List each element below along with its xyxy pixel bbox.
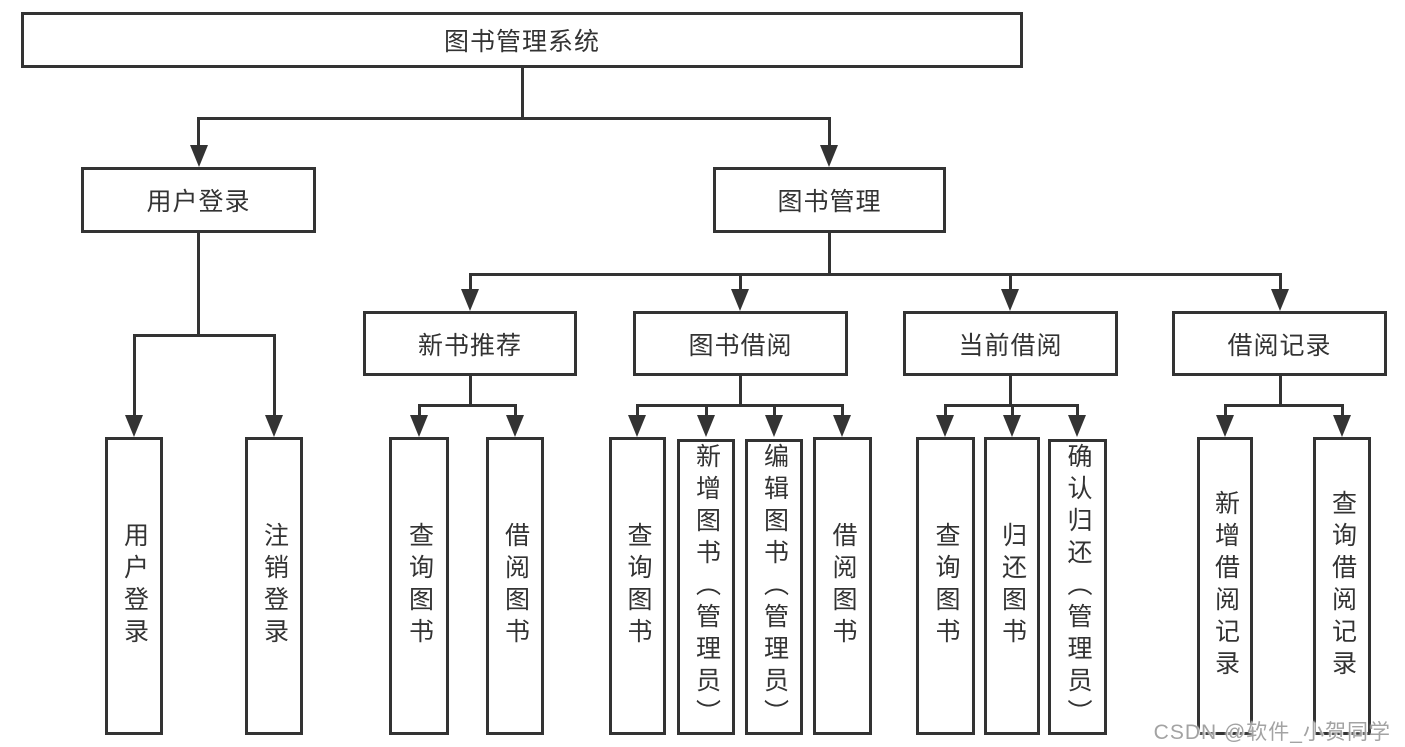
connector-line xyxy=(1341,404,1344,418)
leaf-return-book: 归还图书 xyxy=(984,437,1040,735)
csdn-watermark: CSDN @软件_小贺同学 xyxy=(1153,721,1391,744)
connector-line xyxy=(469,273,472,291)
arrowhead xyxy=(461,289,479,311)
connector-line xyxy=(1224,404,1344,407)
connector-line xyxy=(469,376,472,407)
connector-line xyxy=(273,334,276,418)
arrowhead xyxy=(506,415,524,437)
connector-line xyxy=(133,334,136,418)
leaf-logout-label: 注销登录 xyxy=(260,522,289,650)
arrowhead xyxy=(765,415,783,437)
leaf-add-book-admin-label: 新增图书（管理员） xyxy=(692,443,721,731)
connector-line xyxy=(1279,273,1282,291)
node-new-book-recommend: 新书推荐 xyxy=(363,311,577,376)
leaf-query-book-recommend-label: 查询图书 xyxy=(405,522,434,650)
arrowhead xyxy=(265,415,283,437)
leaf-query-book-recommend: 查询图书 xyxy=(389,437,449,735)
leaf-borrow-book-label: 借阅图书 xyxy=(829,522,857,650)
arrowhead xyxy=(936,415,954,437)
node-root: 图书管理系统 xyxy=(21,12,1023,68)
node-current-borrow-label: 当前借阅 xyxy=(958,331,1063,360)
connector-line xyxy=(828,117,831,150)
connector-line xyxy=(705,404,708,418)
arrowhead xyxy=(190,145,208,167)
node-new-book-recommend-label: 新书推荐 xyxy=(417,331,522,360)
leaf-user-login-label: 用户登录 xyxy=(120,522,149,650)
leaf-query-book-current-label: 查询图书 xyxy=(932,522,960,650)
arrowhead xyxy=(1216,415,1234,437)
arrowhead xyxy=(833,415,851,437)
node-current-borrow: 当前借阅 xyxy=(903,311,1118,376)
connector-line xyxy=(1076,404,1079,418)
connector-line xyxy=(418,404,517,407)
leaf-user-login: 用户登录 xyxy=(105,437,163,735)
leaf-borrow-book-recommend-label: 借阅图书 xyxy=(501,522,530,650)
leaf-add-book-admin: 新增图书（管理员） xyxy=(677,439,735,735)
connector-line xyxy=(1011,404,1014,418)
connector-line xyxy=(828,233,831,276)
connector-line xyxy=(841,404,844,418)
connector-line xyxy=(418,404,421,418)
connector-line xyxy=(469,273,1282,276)
leaf-query-borrow-record-label: 查询借阅记录 xyxy=(1328,490,1357,682)
node-user-login-label: 用户登录 xyxy=(146,188,251,216)
arrowhead xyxy=(125,415,143,437)
arrowhead xyxy=(820,145,838,167)
leaf-borrow-book: 借阅图书 xyxy=(813,437,872,735)
leaf-edit-book-admin-label: 编辑图书（管理员） xyxy=(760,443,789,731)
connector-line xyxy=(1009,273,1012,291)
connector-line xyxy=(521,68,524,120)
leaf-edit-book-admin: 编辑图书（管理员） xyxy=(745,439,803,735)
connector-line xyxy=(1279,376,1282,407)
leaf-query-borrow-record: 查询借阅记录 xyxy=(1313,437,1371,735)
arrowhead xyxy=(697,415,715,437)
arrowhead xyxy=(1068,415,1086,437)
arrowhead xyxy=(1003,415,1021,437)
arrowhead xyxy=(628,415,646,437)
arrowhead xyxy=(731,289,749,311)
leaf-query-book-current: 查询图书 xyxy=(916,437,975,735)
connector-line xyxy=(514,404,517,418)
arrowhead xyxy=(1271,289,1289,311)
node-book-management-label: 图书管理 xyxy=(777,188,882,216)
leaf-logout: 注销登录 xyxy=(245,437,303,735)
connector-line xyxy=(773,404,776,418)
connector-line xyxy=(197,233,200,337)
arrowhead xyxy=(1333,415,1351,437)
connector-line xyxy=(944,404,947,418)
node-borrow-record: 借阅记录 xyxy=(1172,311,1387,376)
connector-line xyxy=(1224,404,1227,418)
connector-line xyxy=(636,404,844,407)
arrowhead xyxy=(1001,289,1019,311)
node-user-login: 用户登录 xyxy=(81,167,316,233)
node-book-borrow: 图书借阅 xyxy=(633,311,848,376)
connector-line xyxy=(636,404,639,418)
connector-line xyxy=(197,117,831,120)
node-book-borrow-label: 图书借阅 xyxy=(688,331,793,360)
connector-line xyxy=(739,376,742,407)
node-root-label: 图书管理系统 xyxy=(443,28,600,56)
connector-line xyxy=(133,334,276,337)
connector-line xyxy=(197,117,200,150)
node-book-management: 图书管理 xyxy=(713,167,946,233)
leaf-query-book-borrow: 查询图书 xyxy=(609,437,666,735)
leaf-add-borrow-record-label: 新增借阅记录 xyxy=(1211,490,1240,682)
leaf-return-book-label: 归还图书 xyxy=(998,522,1027,650)
connector-line xyxy=(739,273,742,291)
arrowhead xyxy=(410,415,428,437)
connector-line xyxy=(1009,376,1012,407)
leaf-add-borrow-record: 新增借阅记录 xyxy=(1197,437,1253,735)
leaf-confirm-return-admin-label: 确认归还（管理员） xyxy=(1064,443,1092,731)
node-borrow-record-label: 借阅记录 xyxy=(1227,331,1332,360)
leaf-query-book-borrow-label: 查询图书 xyxy=(624,522,652,650)
leaf-confirm-return-admin: 确认归还（管理员） xyxy=(1048,439,1107,735)
leaf-borrow-book-recommend: 借阅图书 xyxy=(486,437,544,735)
